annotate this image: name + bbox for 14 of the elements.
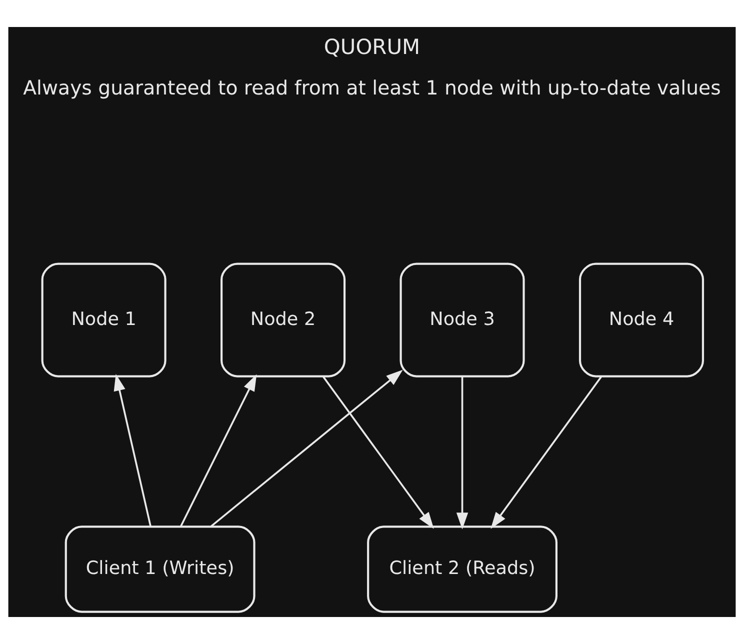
- arrow: [490, 376, 602, 528]
- arrow: [322, 376, 434, 528]
- arrow: [456, 376, 468, 529]
- arrow: [114, 373, 152, 526]
- node-box: Node 1: [41, 262, 166, 377]
- node-box: Node 2: [220, 262, 346, 377]
- arrow: [210, 369, 403, 527]
- node-box: Node 4: [578, 262, 704, 377]
- node-box: Node 3: [400, 262, 525, 377]
- node-box: Client 2 (Reads): [367, 525, 558, 612]
- arrow: [180, 374, 257, 527]
- label: Always guaranteed to read from at least 1 node with up-to-date values: [23, 76, 721, 99]
- diagram-title: QUORUM: [324, 34, 420, 59]
- node-box: Client 1 (Writes): [64, 525, 256, 612]
